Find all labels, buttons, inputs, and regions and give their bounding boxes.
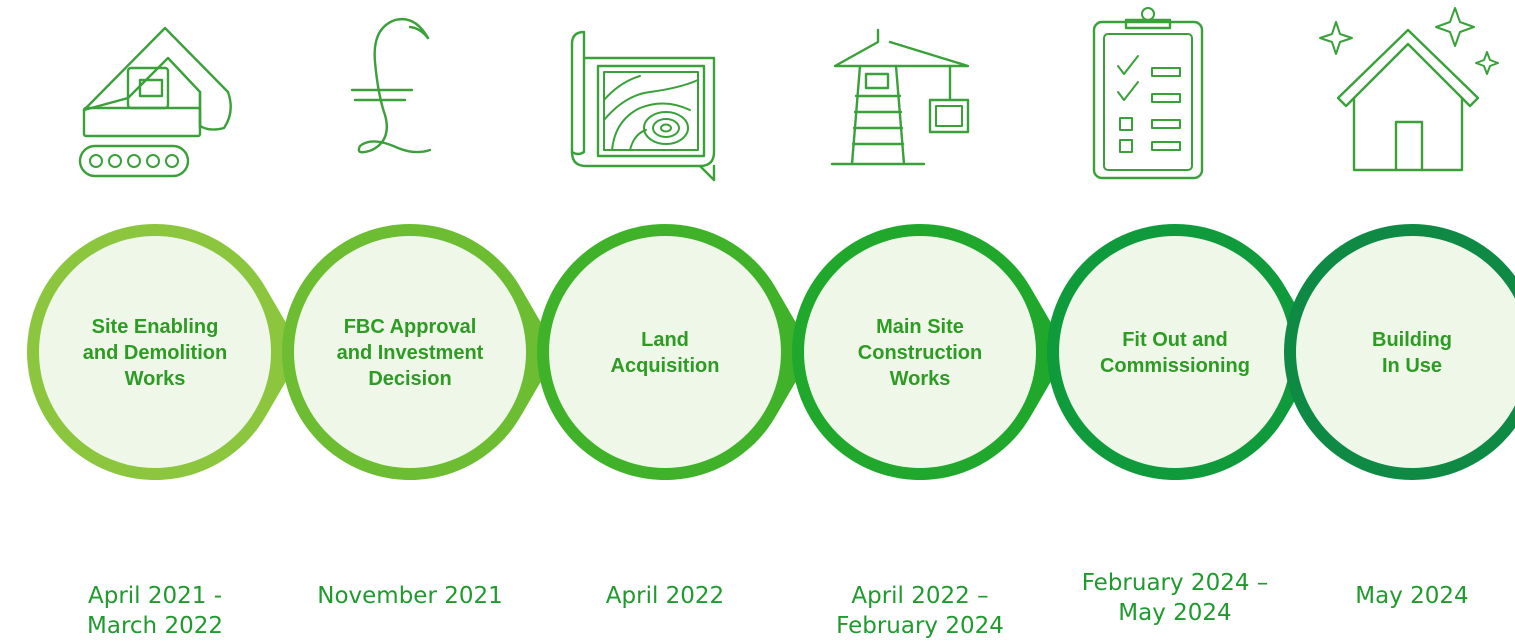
- stage-date-line: May 2024: [1118, 600, 1231, 626]
- stage-date-line: April 2021 -: [88, 583, 222, 609]
- stage-label-line: and Demolition: [83, 342, 227, 364]
- stage-date-line: November 2021: [317, 583, 503, 609]
- stage-date-line: February 2024: [836, 613, 1004, 639]
- excavator-icon: [78, 26, 232, 178]
- stage-6: Building In Use: [1284, 224, 1515, 480]
- stage-date-line: February 2024 –: [1082, 570, 1269, 596]
- stage-inner-circle: [1059, 236, 1291, 468]
- stage-date-line: March 2022: [87, 613, 223, 639]
- stage-label-line: Construction: [858, 342, 982, 364]
- stage-inner-circle: [294, 236, 526, 468]
- stage-inner-circle: [549, 236, 781, 468]
- stage-label-line: Works: [125, 368, 186, 390]
- stage-label-line: Acquisition: [611, 355, 720, 377]
- site-plan-icon: [570, 30, 716, 182]
- stage-label-line: Decision: [368, 368, 451, 390]
- stage-label-line: and Investment: [337, 342, 484, 364]
- stage-inner-circle: [39, 236, 271, 468]
- dates-row: April 2021 - March 2022 November 2021 April…: [87, 570, 1469, 639]
- stage-label-line: Land: [641, 329, 689, 351]
- stage-inner-circle: [1296, 236, 1515, 468]
- stage-inner-circle: [804, 236, 1036, 468]
- sparkling-house-icon: [1319, 7, 1499, 172]
- stage-label-line: Works: [890, 368, 951, 390]
- stage-date-line: April 2022 –: [851, 583, 988, 609]
- pound-sign-icon: [350, 17, 432, 154]
- icons-row: [78, 7, 1499, 182]
- stage-label-line: Site Enabling: [92, 316, 219, 338]
- checklist-clipboard-icon: [1092, 7, 1204, 180]
- stage-label-line: FBC Approval: [344, 316, 477, 338]
- stage-label-line: Commissioning: [1100, 355, 1250, 377]
- stage-date-line: April 2022: [606, 583, 724, 609]
- stage-label-line: In Use: [1382, 355, 1442, 377]
- crane-icon: [830, 28, 970, 166]
- stage-label-line: Building: [1372, 329, 1452, 351]
- stage-label-line: Main Site: [876, 316, 964, 338]
- stage-label-line: Fit Out and: [1122, 329, 1228, 351]
- stage-date-line: May 2024: [1355, 583, 1468, 609]
